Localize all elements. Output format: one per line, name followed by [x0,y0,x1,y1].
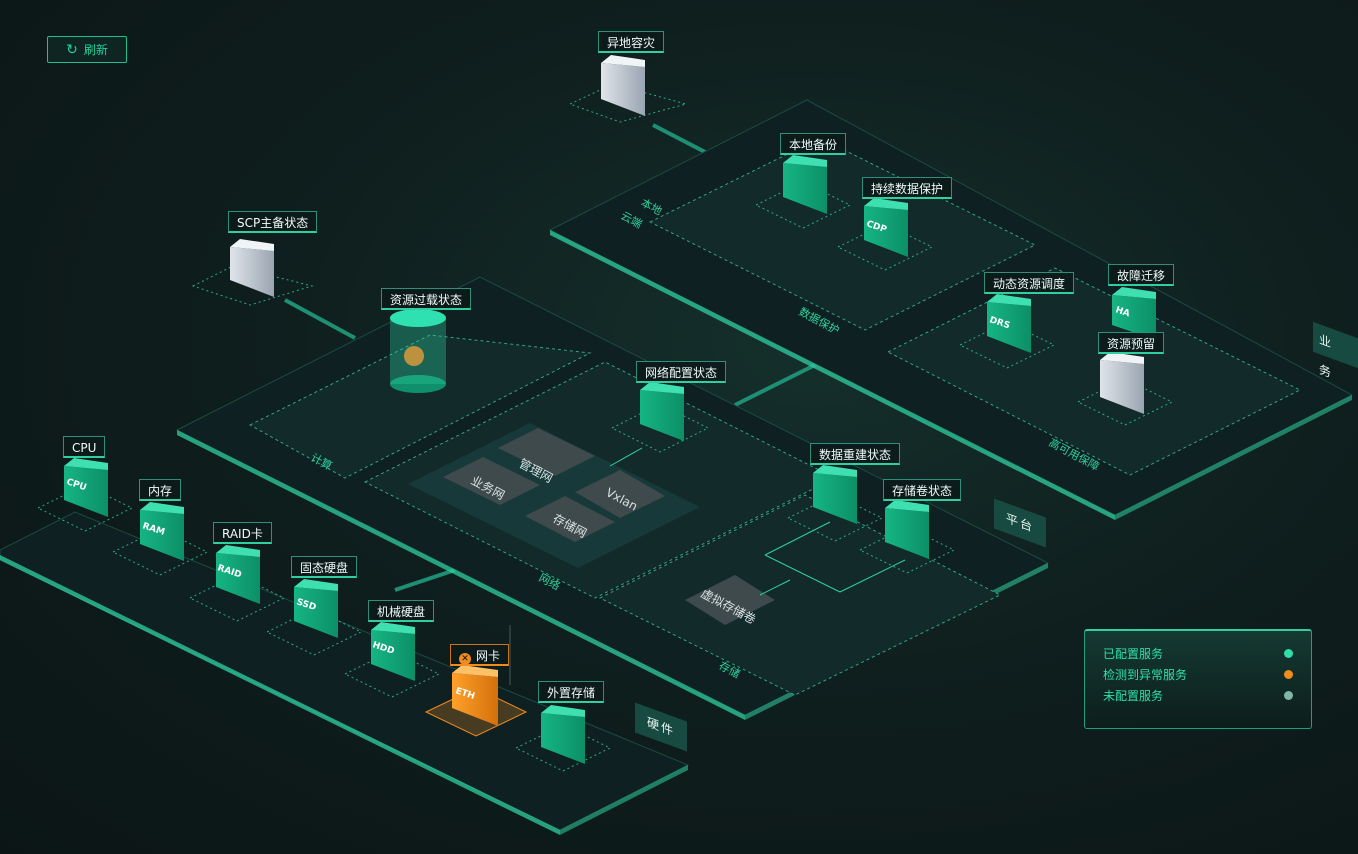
node-network-config[interactable]: 网络配置状态 [636,361,727,383]
node-memory[interactable]: 内存 [139,479,182,501]
hdd-icon [371,622,415,681]
node-storage-volume[interactable]: 存储卷状态 [883,479,962,501]
hardware-plate [0,511,690,835]
node-data-rebuild[interactable]: 数据重建状态 [810,443,901,465]
legend-label: 已配置服务 [1103,647,1164,661]
ram-icon [140,502,184,561]
raid-icon [216,545,260,604]
cpu-icon [64,458,108,517]
legend-item: 检测到异常服务 [1103,664,1293,685]
node-nic[interactable]: ✕ 网卡 [450,644,510,666]
disk-icon [541,705,585,764]
node-remote-dr[interactable]: 异地容灾 [598,31,665,53]
node-resource-overcommit[interactable]: 资源过载状态 [381,288,472,310]
node-scp-status[interactable]: SCP主备状态 [228,211,318,233]
server-blocks [64,55,1156,764]
status-legend: 已配置服务 检测到异常服务 未配置服务 [1084,629,1312,729]
legend-item: 未配置服务 [1103,685,1293,706]
ha-icon [1112,287,1156,340]
node-cpu[interactable]: CPU [63,436,106,458]
node-reservation[interactable]: 资源预留 [1098,332,1165,354]
ha-block-text: HA [1114,305,1131,319]
drs-icon [987,294,1031,353]
legend-item: 已配置服务 [1103,643,1293,664]
node-drs[interactable]: 动态资源调度 [984,272,1075,294]
refresh-button[interactable]: ↻ 刷新 [47,36,127,63]
eth-icon [452,665,498,726]
network-tiles [443,428,775,625]
volume-icon [885,500,929,559]
legend-label: 检测到异常服务 [1103,668,1188,682]
cdp-icon [864,198,908,257]
legend-label: 未配置服务 [1103,689,1164,703]
network-icon [640,382,684,441]
node-cdp[interactable]: 持续数据保护 [862,177,953,199]
node-nic-label: 网卡 [476,649,501,663]
node-failover[interactable]: 故障迁移 [1108,264,1175,286]
server-icon [230,239,274,297]
database-icon [1100,352,1144,414]
ssd-icon [294,579,338,638]
node-hdd[interactable]: 机械硬盘 [368,600,435,622]
legend-dot [1284,691,1293,700]
refresh-label: 刷新 [83,43,108,57]
legend-dot [1284,670,1293,679]
legend-dot [1284,649,1293,658]
node-local-backup[interactable]: 本地备份 [780,133,847,155]
rebuild-icon [813,465,857,524]
layers-icon [783,155,827,214]
refresh-icon: ↻ [66,41,78,58]
capsule-icon [390,309,446,393]
node-external-storage[interactable]: 外置存储 [538,681,605,703]
cloud-server-icon [601,55,645,116]
node-raid[interactable]: RAID卡 [213,522,272,544]
warning-icon: ✕ [459,653,471,665]
node-ssd[interactable]: 固态硬盘 [291,556,358,578]
connector-lines [284,123,816,592]
